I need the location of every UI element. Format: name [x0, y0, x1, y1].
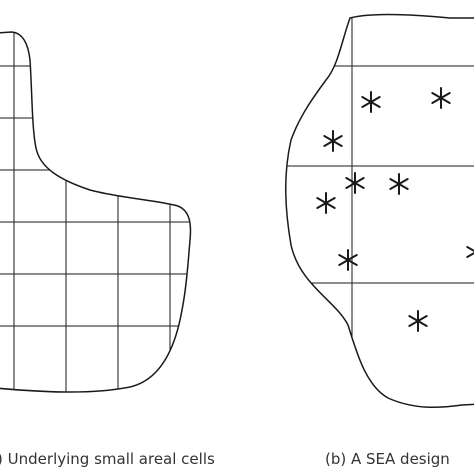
sample-point-icon — [389, 173, 409, 195]
panel-a-underlying-cells — [0, 31, 192, 393]
sample-point-icon — [408, 310, 428, 332]
sample-point-icon — [316, 192, 336, 214]
sample-point-icon — [323, 130, 343, 152]
panel-b-boundary — [284, 13, 474, 409]
panel-b-grid — [285, 14, 474, 408]
sample-point-icon — [466, 246, 474, 258]
sample-point-icon — [345, 172, 365, 194]
sample-point-icon — [431, 87, 451, 109]
sample-point-icon — [361, 91, 381, 113]
panel-b-sea-design — [284, 13, 474, 409]
sample-markers — [316, 87, 474, 332]
caption-b: (b) A SEA design — [325, 450, 450, 468]
panel-a-boundary — [0, 31, 192, 393]
caption-a: (a) Underlying small areal cells — [0, 450, 215, 468]
sample-point-icon — [338, 249, 358, 271]
